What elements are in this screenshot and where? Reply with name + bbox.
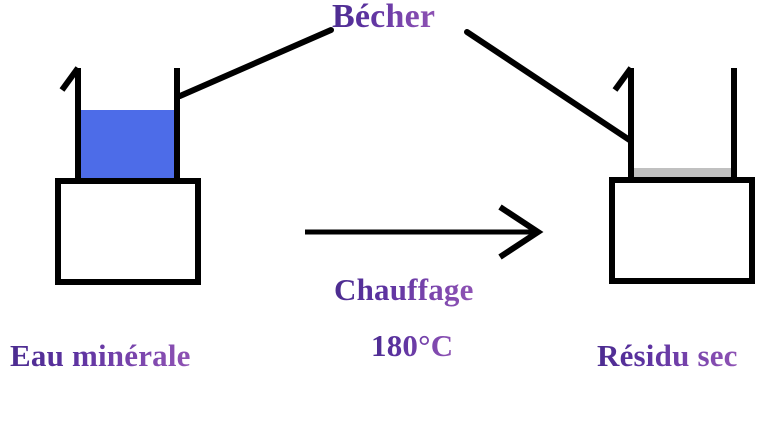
right-beaker-residue bbox=[631, 168, 734, 179]
heating-arrow-icon bbox=[305, 204, 544, 260]
arrow-head bbox=[498, 204, 544, 260]
left-beaker-spout-icon bbox=[59, 66, 81, 92]
label-becher: Bécher bbox=[332, 0, 436, 35]
right-beaker-spout-icon bbox=[612, 66, 634, 92]
label-eau-minerale: Eau minérale bbox=[10, 338, 191, 373]
leader-line-right-beaker bbox=[464, 29, 634, 144]
right-beaker-group bbox=[609, 66, 755, 284]
leader-line-left-beaker bbox=[177, 27, 334, 99]
left-beaker-group bbox=[55, 66, 201, 285]
label-temperature: 180°C bbox=[371, 328, 454, 363]
label-residu-sec: Résidu sec bbox=[597, 338, 738, 373]
right-beaker-body bbox=[609, 177, 755, 284]
left-beaker-body bbox=[55, 178, 201, 285]
label-chauffage: Chauffage bbox=[334, 272, 474, 307]
left-beaker-liquid bbox=[78, 110, 177, 180]
